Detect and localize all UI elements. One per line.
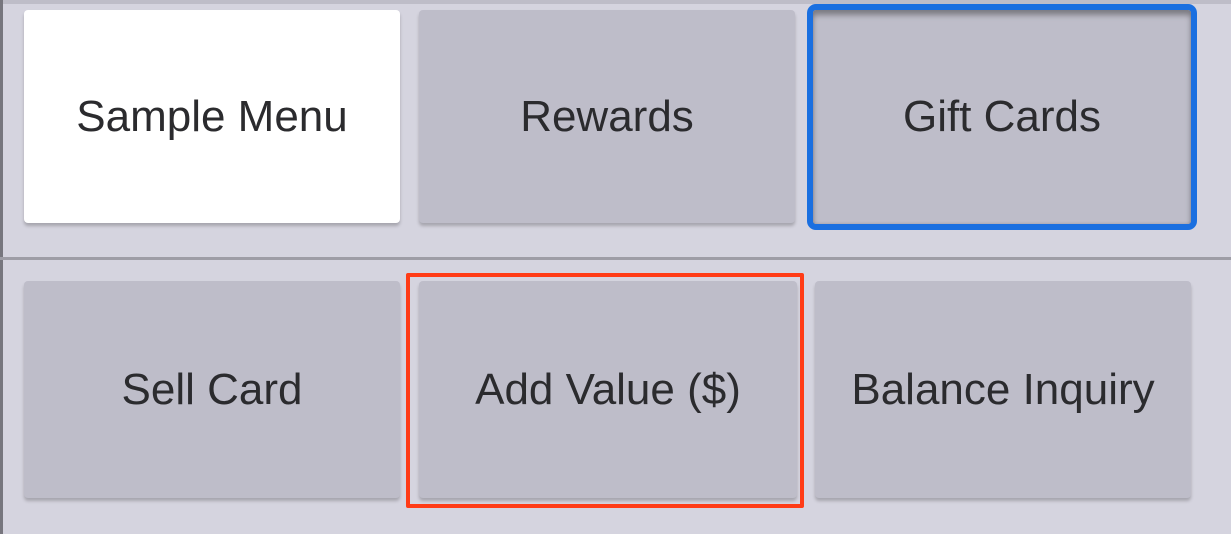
top-strip [0, 0, 1231, 4]
balance-inquiry-label: Balance Inquiry [851, 364, 1155, 414]
add-value-label: Add Value ($) [475, 364, 741, 414]
row-divider [0, 257, 1231, 260]
balance-inquiry-button[interactable]: Balance Inquiry [815, 281, 1191, 498]
gift-cards-label: Gift Cards [902, 92, 1102, 141]
sample-menu-label: Sample Menu [76, 91, 348, 141]
sample-menu-button[interactable]: Sample Menu [24, 10, 400, 223]
sell-card-label: Sell Card [121, 364, 303, 414]
sell-card-button[interactable]: Sell Card [24, 281, 400, 498]
add-value-button[interactable]: Add Value ($) [419, 281, 797, 498]
rewards-label: Rewards [520, 91, 694, 141]
rewards-button[interactable]: Rewards [419, 10, 795, 223]
left-edge-border [0, 0, 3, 534]
gift-cards-button[interactable]: Gift Cards [813, 10, 1191, 224]
